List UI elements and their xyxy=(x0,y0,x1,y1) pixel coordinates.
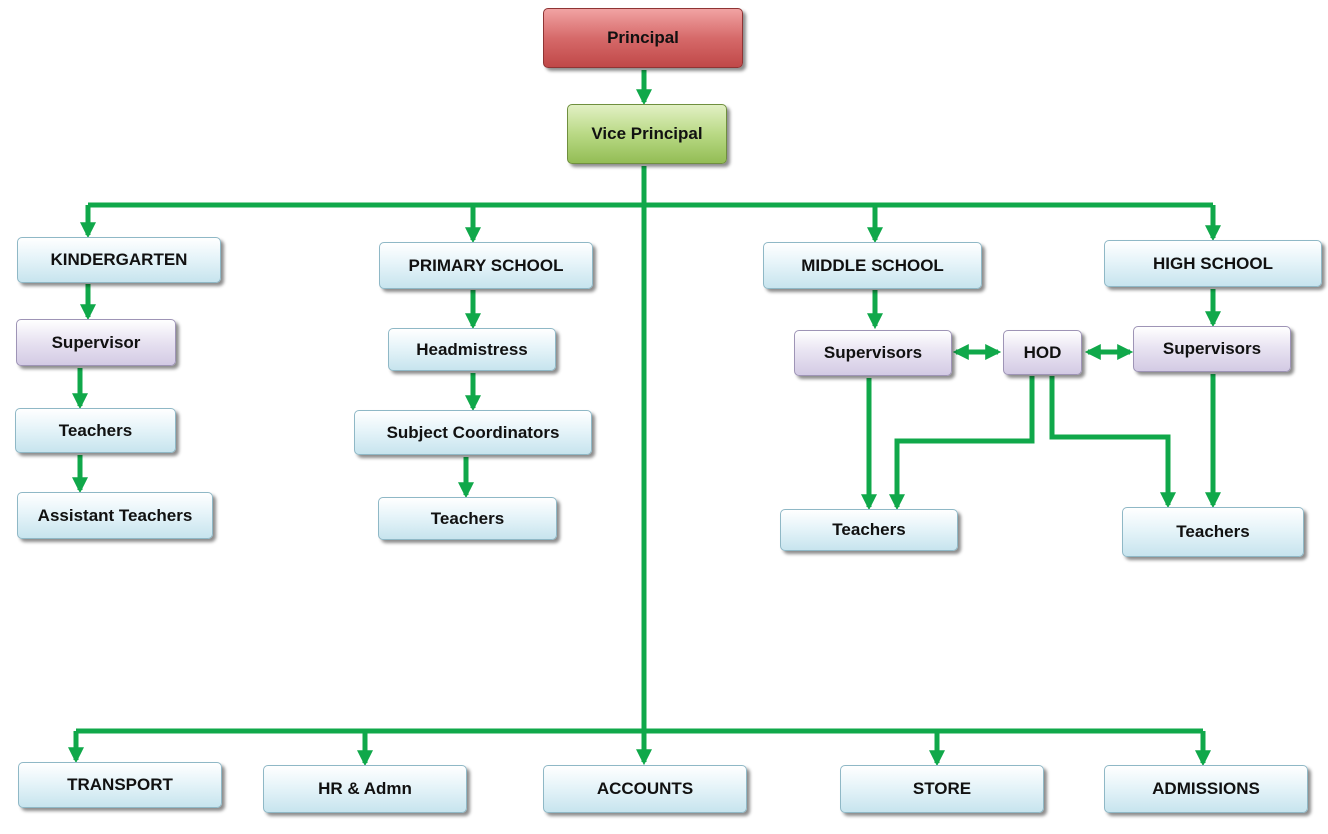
connector-hod-high-teachers xyxy=(1049,376,1177,509)
connector-hod-middle-teachers xyxy=(888,376,1035,511)
hr-admn-node: HR & Admn xyxy=(263,765,467,813)
primary-teachers-node: Teachers xyxy=(378,497,557,540)
high-teachers-node: Teachers xyxy=(1122,507,1304,557)
store-node: STORE xyxy=(840,765,1044,813)
admissions-node: ADMISSIONS xyxy=(1104,765,1308,813)
primary-school-node: PRIMARY SCHOOL xyxy=(379,242,593,289)
vice-principal-node: Vice Principal xyxy=(567,104,727,164)
accounts-node: ACCOUNTS xyxy=(543,765,747,813)
primary-subject-coordinators-node: Subject Coordinators xyxy=(354,410,592,455)
kindergarten-node: KINDERGARTEN xyxy=(17,237,221,283)
kindergarten-teachers-node: Teachers xyxy=(15,408,176,453)
middle-supervisors-node: Supervisors xyxy=(794,330,952,376)
middle-teachers-node: Teachers xyxy=(780,509,958,551)
principal-node: Principal xyxy=(543,8,743,68)
middle-school-node: MIDDLE SCHOOL xyxy=(763,242,982,289)
high-supervisors-node: Supervisors xyxy=(1133,326,1291,372)
primary-headmistress-node: Headmistress xyxy=(388,328,556,371)
transport-node: TRANSPORT xyxy=(18,762,222,808)
kindergarten-assistant-teachers-node: Assistant Teachers xyxy=(17,492,213,539)
kindergarten-supervisor-node: Supervisor xyxy=(16,319,176,366)
high-school-node: HIGH SCHOOL xyxy=(1104,240,1322,287)
hod-node: HOD xyxy=(1003,330,1082,375)
